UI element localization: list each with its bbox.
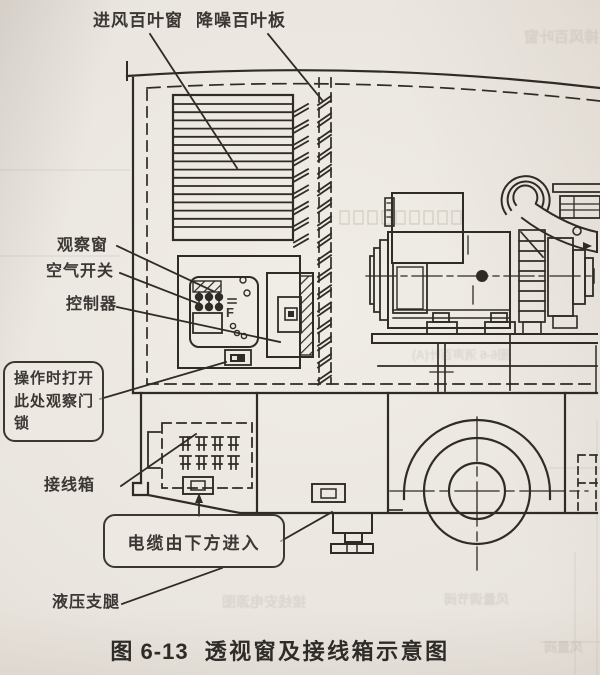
- base-rails: [371, 333, 598, 392]
- leader-junction-box: [119, 432, 198, 488]
- label-junction-box: 接线箱: [44, 477, 96, 494]
- figure-title: 透视窗及接线箱示意图: [204, 639, 450, 664]
- leader-air-switch: [118, 271, 199, 305]
- radiator-fins: [518, 229, 546, 335]
- leader-intake-louver: [148, 32, 239, 170]
- leader-observation-window: [115, 244, 215, 293]
- observation-window-panel: [189, 276, 259, 348]
- cable-gland-right: [311, 483, 346, 503]
- top-labels: 进风百叶窗降噪百叶板: [93, 11, 286, 31]
- door-edge-hatch: [299, 275, 314, 356]
- cable-gland-left: [182, 476, 214, 495]
- cable-entry-note-box: 电缆由下方进入: [103, 514, 285, 568]
- bleed-through-chain: [339, 210, 462, 225]
- label-intake-louver: 进风百叶窗: [93, 11, 183, 30]
- junction-box-dashed: [161, 422, 253, 489]
- mounting-feet: [426, 312, 516, 335]
- engine-block: [547, 237, 594, 329]
- figure-number: 图 6-13: [110, 639, 189, 664]
- label-air-switch: 空气开关: [46, 263, 115, 280]
- panel-marking-bars: [227, 298, 237, 304]
- leader-cable-arrowhead: [195, 493, 203, 503]
- alternator-front-flange: [369, 239, 389, 321]
- rear-step-dashed: [577, 454, 598, 511]
- generator-set: [365, 175, 600, 392]
- door-lock: [224, 349, 252, 366]
- controller-screen: [192, 312, 223, 334]
- noise-louver-wall: [316, 77, 333, 386]
- air-switch-knobs: [194, 291, 224, 312]
- control-box: [177, 255, 314, 369]
- panel-marking-f: F: [226, 305, 234, 320]
- panel-hatched-block: [192, 280, 222, 293]
- leader-hydraulic-leg: [120, 566, 224, 606]
- label-observation-window: 观察窗: [57, 237, 109, 254]
- leader-lines: [98, 32, 334, 606]
- hydraulic-jack: [330, 512, 374, 554]
- cable-connectors: [179, 436, 240, 470]
- enclosure-outline: [125, 61, 600, 515]
- leader-controller: [115, 305, 282, 344]
- junction-box-area: [147, 422, 346, 503]
- bleed-through-lines: [0, 169, 600, 675]
- door-lock-note-box: 操作时打开此处观察门锁: [3, 361, 104, 442]
- label-controller: 控制器: [66, 296, 118, 313]
- generator-top-box: [391, 192, 464, 264]
- generator-body: [387, 231, 511, 329]
- intake-louver-panel: [171, 93, 310, 249]
- exhaust-pipe: [552, 183, 600, 250]
- figure-caption: 图 6-13 透视窗及接线箱示意图: [0, 634, 560, 666]
- leader-cable-right: [279, 510, 334, 543]
- leader-door-lock-note: [98, 360, 228, 401]
- label-noise-louver: 降噪百叶板: [196, 11, 286, 30]
- wheel-centerlines: [389, 416, 589, 571]
- leader-noise-louver: [266, 32, 324, 102]
- wheel-assembly: [386, 391, 598, 571]
- exhaust-spiral: [500, 175, 599, 254]
- door-window: [277, 296, 302, 333]
- label-hydraulic-leg: 液压支腿: [52, 594, 121, 611]
